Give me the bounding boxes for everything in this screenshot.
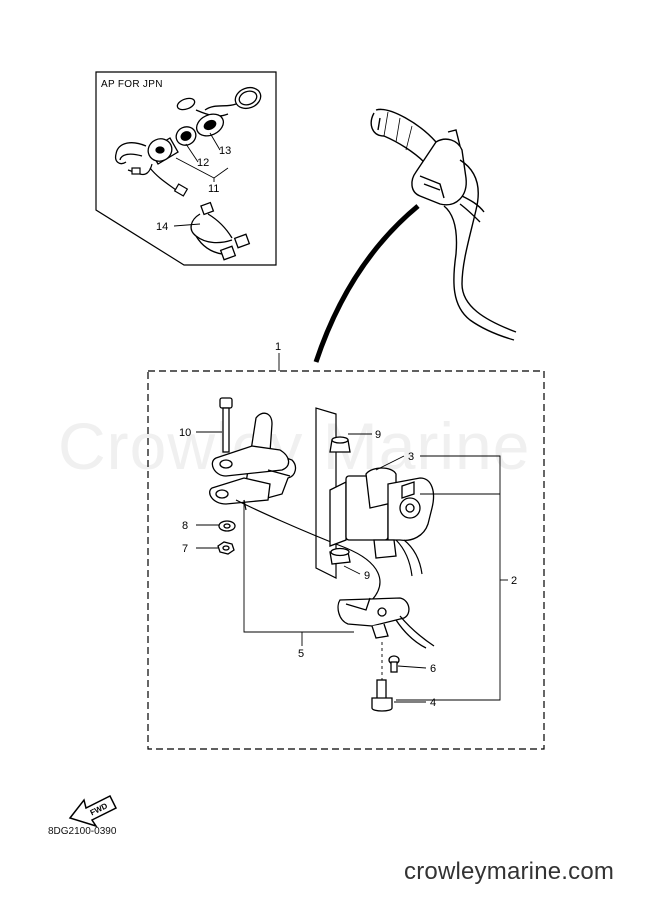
inset-leaders [173,132,229,227]
callout-5-bracket [243,500,354,633]
website-url[interactable]: crowleymarine.com [404,858,615,885]
grommet-9-lower-drawing [329,547,351,565]
inset-callout-13: 13 [219,145,231,157]
callout-4: 4 [430,697,436,709]
assembly-leader [313,204,420,363]
callout-6-leader [397,665,427,669]
bolt-4-drawing [371,679,393,712]
callout-9-lower: 9 [364,570,370,582]
lower-switch-drawing [337,597,435,649]
callout-1: 1 [275,341,281,353]
diagram-part-code: 8DG2100-0390 [48,826,117,837]
key-switch-wire [127,163,189,197]
inset-panel: AP FOR JPN [95,71,277,266]
key-ring-drawing [176,86,262,117]
bolt-10-drawing [219,397,233,453]
key-switch-drawing [114,113,225,165]
callout-3-leader [375,455,405,471]
callout-2: 2 [511,575,517,587]
callout-3: 3 [408,451,414,463]
callout-2-bracket [396,455,501,701]
handlebar-drawing [370,108,517,341]
wire-harness-drawing [190,201,251,261]
throttle-cable-drawing [235,499,381,601]
screw-6-drawing [388,655,400,673]
callout-8: 8 [182,520,188,532]
inset-callout-12: 12 [197,157,209,169]
washer-8-drawing [218,520,236,532]
callout-6: 6 [430,663,436,675]
callout-5: 5 [298,648,304,660]
callout-9b-leader [343,565,361,575]
inset-callout-11: 11 [208,183,219,195]
callout-9-upper: 9 [375,429,381,441]
grommet-9-upper-drawing [329,436,351,453]
switch-housing-drawing [329,467,435,559]
inset-title: AP FOR JPN [101,79,163,90]
callout-7: 7 [182,543,188,555]
callout-10: 10 [179,427,191,439]
lever-bracket-drawing [209,412,297,505]
inset-callout-14: 14 [156,221,168,233]
fwd-arrow-icon: FWD [68,794,118,828]
nut-7-drawing [217,541,235,555]
mount-plate-drawing [315,407,337,579]
switch-wire-drawing [395,539,423,577]
assembly-boundary [147,370,545,750]
